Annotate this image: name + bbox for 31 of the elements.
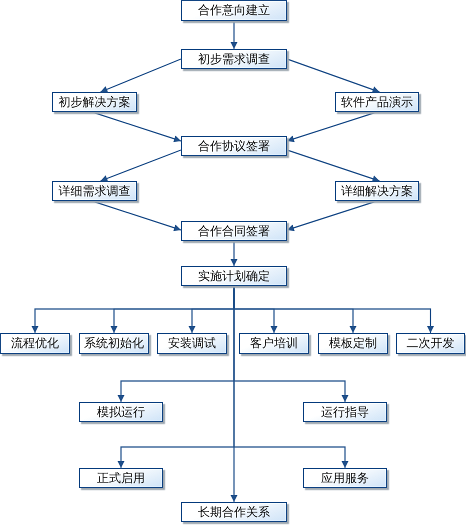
process-box: 长期合作关系	[181, 502, 287, 522]
arrow	[230, 21, 238, 49]
process-box: 正式启用	[79, 468, 163, 488]
process-box: 客户培训	[239, 333, 309, 354]
process-box: 运行指导	[303, 402, 387, 422]
process-box: 软件产品演示	[335, 92, 419, 112]
process-box: 初步解决方案	[52, 92, 137, 112]
process-box: 应用服务	[303, 468, 387, 488]
process-box: 详细需求调查	[52, 181, 137, 201]
process-box: 详细解决方案	[335, 181, 419, 201]
process-box: 二次开发	[396, 333, 465, 354]
arrow	[92, 200, 182, 232]
process-box: 初步需求调查	[181, 49, 287, 69]
arrow	[230, 241, 238, 266]
arrow	[230, 286, 238, 502]
arrow	[286, 149, 380, 182]
process-box: 安装调试	[157, 333, 227, 354]
process-box: 流程优化	[0, 333, 70, 354]
arrow	[286, 58, 380, 93]
process-box: 合作协议签署	[181, 136, 287, 156]
arrow	[100, 58, 182, 93]
arrow	[286, 111, 378, 142]
arrow	[100, 149, 182, 182]
process-box: 模板定制	[318, 333, 388, 354]
process-box: 实施计划确定	[181, 266, 287, 286]
process-box: 系统初始化	[79, 333, 149, 354]
process-box: 合作意向建立	[181, 0, 287, 21]
arrow	[286, 200, 378, 232]
process-box: 合作合同签署	[181, 221, 287, 241]
process-box: 模拟运行	[79, 402, 163, 422]
arrow	[92, 111, 182, 142]
